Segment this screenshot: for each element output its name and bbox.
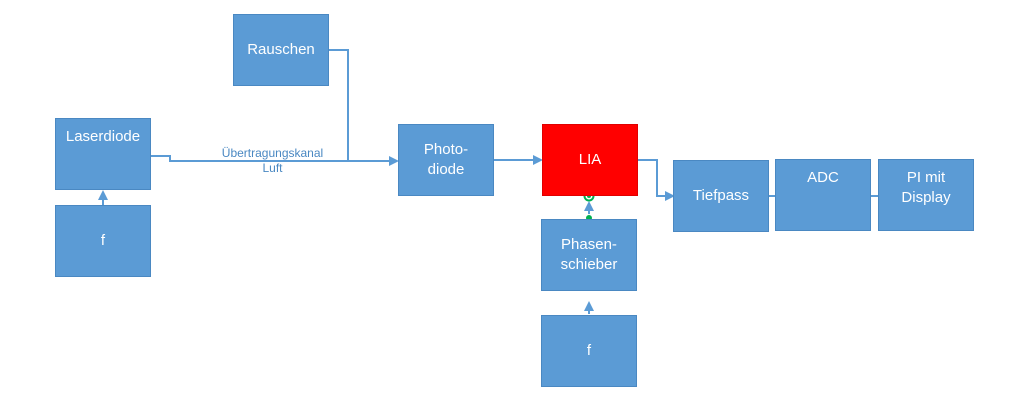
node-f-left-label: f: [100, 232, 106, 249]
node-pi-display-label: PI mit Display: [901, 169, 951, 206]
node-tiefpass-label: Tiefpass: [692, 187, 750, 204]
node-f-bottom[interactable]: f: [541, 315, 637, 387]
edge-label-channel: Übertragungskanal Luft: [221, 146, 324, 175]
edge-lia-to-tiefpass: [637, 159, 675, 201]
node-laserdiode[interactable]: Laserdiode: [55, 118, 151, 190]
node-phasenschieber-label: Phasen- schieber: [560, 236, 618, 273]
node-f-bottom-label: f: [586, 342, 592, 359]
node-lia-label: LIA: [578, 151, 602, 168]
node-rauschen-label: Rauschen: [247, 41, 315, 58]
node-lia[interactable]: LIA: [542, 124, 638, 196]
edge-laserdiode-to-photodiode: [150, 155, 399, 166]
edge-rauschen-to-photodiode: [328, 49, 397, 162]
node-photodiode-label: Photo- diode: [423, 141, 469, 178]
node-adc-label: ADC: [807, 169, 839, 186]
node-laserdiode-label: Laserdiode: [65, 128, 141, 145]
node-tiefpass[interactable]: Tiefpass: [673, 160, 769, 232]
node-rauschen[interactable]: Rauschen: [233, 14, 329, 86]
node-pi-display[interactable]: PI mit Display: [878, 159, 974, 231]
node-f-left[interactable]: f: [55, 205, 151, 277]
node-phasenschieber[interactable]: Phasen- schieber: [541, 219, 637, 291]
node-adc[interactable]: ADC: [775, 159, 871, 231]
node-photodiode[interactable]: Photo- diode: [398, 124, 494, 196]
